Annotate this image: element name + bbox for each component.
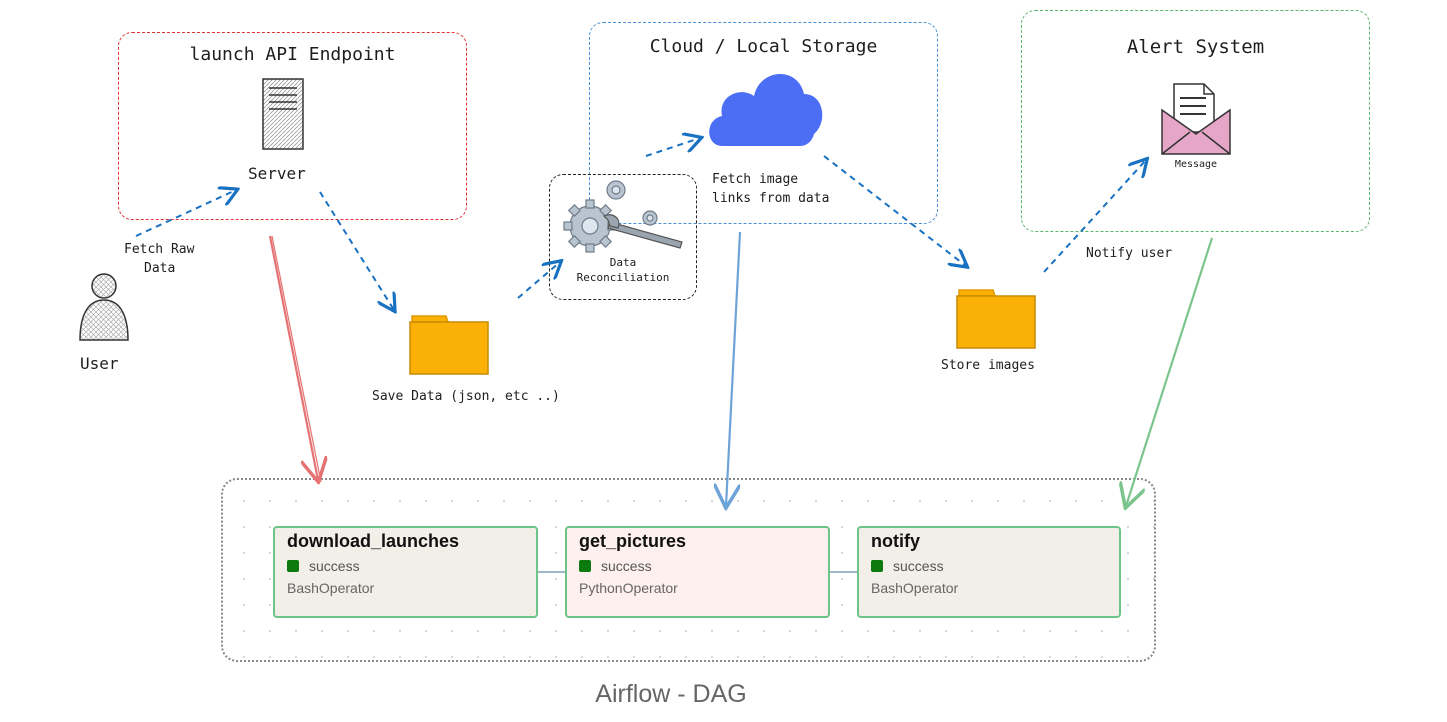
arrow-save-to-recon xyxy=(517,262,560,299)
task-operator: PythonOperator xyxy=(579,580,678,596)
alert-system-group xyxy=(1021,10,1370,232)
gears-wrench-icon xyxy=(560,176,688,270)
arrow-recon-to-cloud xyxy=(645,138,700,157)
message-label: Message xyxy=(1174,159,1218,170)
arrow-alert-to-dag xyxy=(1126,237,1214,506)
task-notify[interactable]: notify success BashOperator xyxy=(857,526,1121,618)
message-envelope-icon xyxy=(1158,80,1234,160)
user-label: User xyxy=(80,354,119,373)
success-status-icon xyxy=(287,560,299,572)
fetch-raw-label-1: Fetch Raw xyxy=(124,242,195,257)
task-state: success xyxy=(871,558,1107,574)
api-endpoint-group xyxy=(118,32,467,220)
reconciliation-label-1: Data xyxy=(609,256,637,269)
task-get-pictures[interactable]: get_pictures success PythonOperator xyxy=(565,526,830,618)
store-images-label: Store images xyxy=(941,358,1035,373)
server-label: Server xyxy=(248,164,306,183)
arrow-api-to-dag-2 xyxy=(271,235,322,483)
arrow-storage-to-dag xyxy=(726,231,742,506)
arrow-user-to-server xyxy=(135,190,236,237)
task-state: success xyxy=(579,558,816,574)
storage-group-title: Cloud / Local Storage xyxy=(649,36,878,57)
api-group-title: launch API Endpoint xyxy=(189,44,396,65)
server-icon xyxy=(262,78,304,154)
notify-user-label: Notify user xyxy=(1086,246,1173,261)
alert-group-title: Alert System xyxy=(1126,36,1265,58)
task-download-launches[interactable]: download_launches success BashOperator xyxy=(273,526,538,618)
storage-group xyxy=(589,22,938,224)
task-name: download_launches xyxy=(287,531,460,551)
arrow-api-to-dag xyxy=(268,235,318,480)
task-state: success xyxy=(287,558,524,574)
user-icon xyxy=(76,272,132,348)
fetch-raw-label-2: Data xyxy=(144,261,176,276)
cloud-icon xyxy=(704,60,826,154)
fetch-image-label-2: links from data xyxy=(712,191,830,206)
save-data-folder-icon xyxy=(408,312,490,380)
arrow-cloud-to-store xyxy=(823,155,966,266)
arrow-store-to-alert xyxy=(1043,160,1146,273)
store-images-folder-icon xyxy=(955,286,1037,354)
success-status-icon xyxy=(871,560,883,572)
task-name: get_pictures xyxy=(579,531,687,551)
task-operator: BashOperator xyxy=(871,580,959,596)
task-operator: BashOperator xyxy=(287,580,375,596)
reconciliation-group xyxy=(549,174,697,300)
dag-caption: Airflow - DAG xyxy=(595,680,747,708)
task-name: notify xyxy=(871,531,920,551)
fetch-image-label-1: Fetch image xyxy=(712,172,799,187)
save-data-label: Save Data (json, etc ..) xyxy=(372,389,560,404)
reconciliation-label-2: Reconciliation xyxy=(576,271,670,284)
arrow-server-to-save xyxy=(319,191,394,310)
success-status-icon xyxy=(579,560,591,572)
